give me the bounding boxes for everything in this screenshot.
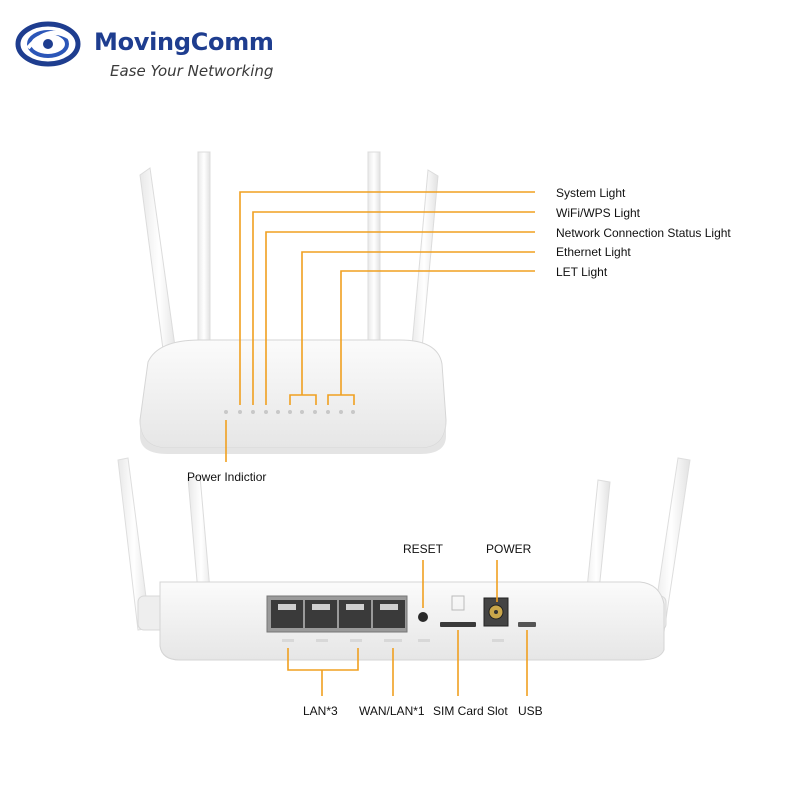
antenna-front-2 — [197, 151, 211, 363]
brand-logo: MovingComm Ease Your Networking — [14, 18, 274, 80]
back-callout-lines — [287, 560, 528, 696]
label-lan: LAN*3 — [303, 704, 338, 718]
label-wan-lan: WAN/LAN*1 — [359, 704, 425, 718]
brand-tagline: Ease Your Networking — [110, 62, 274, 80]
router-front-body — [139, 339, 447, 449]
front-callout-lines — [225, 191, 535, 462]
usb-port — [518, 622, 536, 627]
router-back-body — [159, 581, 665, 661]
sim-slot — [440, 622, 476, 627]
label-wifi-wps-light: WiFi/WPS Light — [556, 206, 641, 220]
antenna-front-4 — [409, 169, 439, 371]
router-back — [117, 457, 691, 661]
antenna-front-1 — [139, 167, 179, 373]
antenna-front-3 — [367, 151, 381, 363]
router-front — [139, 151, 447, 454]
label-network-status-light: Network Connection Status Light — [556, 226, 731, 240]
label-power: POWER — [486, 542, 532, 556]
reset-hole — [418, 612, 428, 622]
label-sim-card-slot: SIM Card Slot — [433, 704, 508, 718]
label-ethernet-light: Ethernet Light — [556, 245, 631, 259]
label-system-light: System Light — [556, 186, 626, 200]
brand-name: MovingComm — [94, 28, 274, 56]
label-reset: RESET — [403, 542, 444, 556]
led-row — [224, 410, 355, 414]
swirl-logo-icon — [15, 21, 81, 67]
label-power-indicator: Power Indictior — [187, 470, 267, 484]
label-let-light: LET Light — [556, 265, 608, 279]
label-usb: USB — [518, 704, 543, 718]
